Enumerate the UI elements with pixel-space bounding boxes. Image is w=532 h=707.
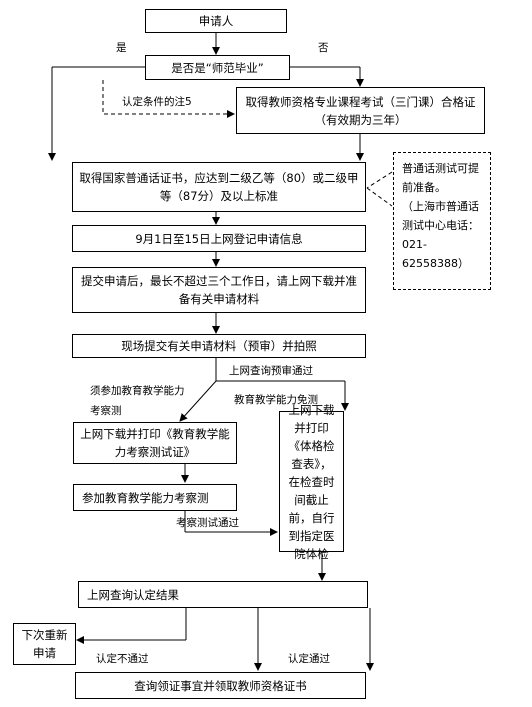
submit-onsite-box: 现场提交有关申请材料（预审）并拍照 [72,334,366,358]
no-label: 否 [318,42,329,54]
yes-label: 是 [116,42,127,54]
online-registration-box: 9月1日至15日上网登记申请信息 [72,225,366,252]
applicant-box: 申请人 [145,9,287,33]
normal-graduate-question-box: 是否是“师范毕业” [145,55,290,80]
health-check-box: 上网下载并打印《体格检查表》，在检查时间截止前，自行到指定医院体检 [279,403,344,561]
health-check-text: 上网下载并打印《体格检查表》，在检查时间截止前，自行到指定医院体检 [288,402,335,561]
mandarin-note-line2: （上海市普通话测试中心电话：021-62558388） [402,200,479,270]
must-test-label: 须参加教育教学能力考察测 [90,385,185,417]
print-admission-text: 上网下载并打印《教育教学能力考察测试证》 [80,427,230,459]
normal-graduate-question-text: 是否是“师范毕业” [171,60,264,75]
attend-test-text: 参加教育教学能力考察测 [82,490,209,505]
query-result-text: 上网查询认定结果 [87,587,179,602]
mandarin-note-line1: 普通话测试可提前准备。 [402,162,479,194]
prereview-passed-label: 上网查询预审通过 [229,365,313,377]
download-materials-box: 提交申请后，最长不超过三个工作日，请上网下载并准备有关申请材料 [72,267,366,313]
applicant-text: 申请人 [198,14,234,28]
collect-certificate-text: 查询领证事宜并领取教师资格证书 [134,678,307,693]
print-admission-box: 上网下载并打印《教育教学能力考察测试证》 [73,422,237,464]
reapply-box: 下次重新申请 [13,623,76,665]
course-exam-certificate-text: 取得教师资格专业课程考试（三门课）合格证（有效期为三年） [245,94,476,127]
test-passed-label: 考察测试通过 [176,517,239,529]
course-exam-certificate-box: 取得教师资格专业课程考试（三门课）合格证（有效期为三年） [236,87,485,134]
mandarin-certificate-text: 取得国家普通话证书，应达到二级乙等（80）或二级甲等（87分）及以上标准 [79,171,359,203]
reapply-text: 下次重新申请 [21,628,68,660]
mandarin-certificate-box: 取得国家普通话证书，应达到二级乙等（80）或二级甲等（87分）及以上标准 [72,162,366,212]
note5-label: 认定条件的注5 [122,96,192,108]
submit-onsite-text: 现场提交有关申请材料（预审）并拍照 [121,339,317,353]
query-result-box: 上网查询认定结果 [78,581,368,608]
download-materials-text: 提交申请后，最长不超过三个工作日，请上网下载并准备有关申请材料 [81,274,357,306]
attend-test-box: 参加教育教学能力考察测 [73,484,237,511]
test-exempt-label: 教育教学能力免测 [234,394,318,406]
mandarin-note-box: 普通话测试可提前准备。 （上海市普通话测试中心电话：021-62558388） [393,152,491,290]
collect-certificate-box: 查询领证事宜并领取教师资格证书 [75,672,366,699]
not-approved-label: 认定不通过 [96,653,149,665]
online-registration-text: 9月1日至15日上网登记申请信息 [135,231,303,246]
approved-label: 认定通过 [288,653,330,665]
